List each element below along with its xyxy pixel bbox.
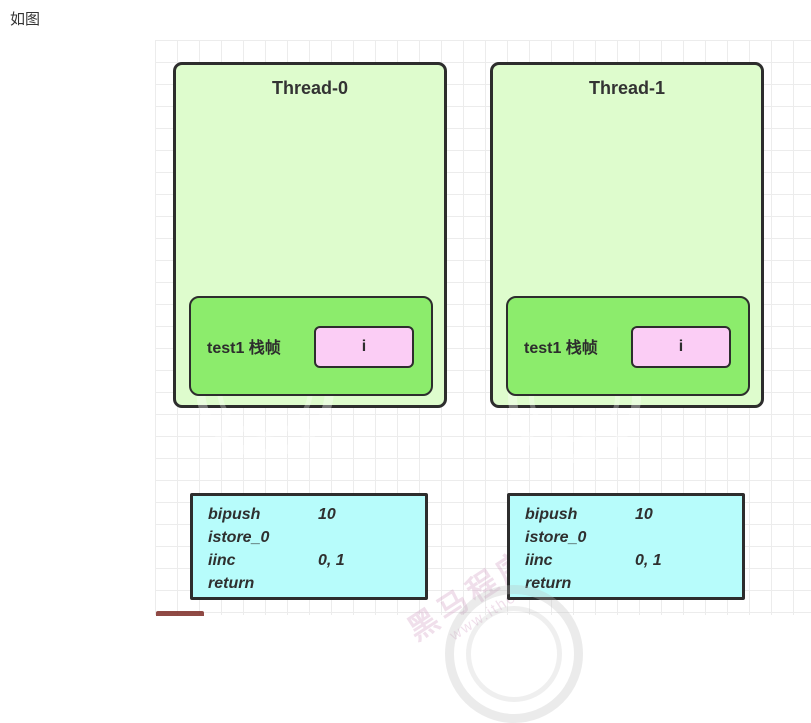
bytecode-line: return — [525, 572, 742, 595]
bytecode-line: iinc 0, 1 — [525, 549, 742, 572]
thread-0-stack-frame: test1 栈帧 i — [189, 296, 433, 396]
bytecode-operand: 0, 1 — [318, 552, 345, 569]
bytecode-operand: 10 — [635, 506, 653, 523]
bytecode-line: istore_0 — [208, 526, 425, 549]
bytecode-operand: 0, 1 — [635, 552, 662, 569]
local-var-slot-i: i — [631, 326, 731, 368]
thread-0-title: Thread-0 — [271, 78, 349, 98]
bytecode-operand: 10 — [318, 506, 336, 523]
thread-1-bytecode-box: bipush 10 istore_0 iinc 0, 1 return — [507, 493, 745, 600]
bytecode-line: return — [208, 572, 425, 595]
bytecode-mnemonic: bipush — [208, 506, 261, 523]
bytecode-line: iinc 0, 1 — [208, 549, 425, 572]
thread-1-title: Thread-1 — [588, 78, 666, 98]
bytecode-mnemonic: iinc — [525, 552, 553, 569]
bytecode-mnemonic: return — [208, 575, 255, 592]
stack-frame-label: test1 栈帧 — [524, 339, 598, 357]
bytecode-mnemonic: return — [525, 575, 572, 592]
thread-1-stack-frame: test1 栈帧 i — [506, 296, 750, 396]
bytecode-mnemonic: istore_0 — [525, 529, 587, 546]
bytecode-mnemonic: bipush — [525, 506, 578, 523]
stack-frame-label: test1 栈帧 — [207, 339, 281, 357]
bytecode-mnemonic: iinc — [208, 552, 236, 569]
thread-1-box: Thread-1 test1 栈帧 i — [490, 62, 764, 463]
local-var-slot-i: i — [314, 326, 414, 368]
bytecode-mnemonic: istore_0 — [208, 529, 270, 546]
bytecode-line: bipush 10 — [525, 503, 742, 526]
thread-0-bytecode-box: bipush 10 istore_0 iinc 0, 1 return — [190, 493, 428, 600]
page: { "page": { "label": "如图" }, "colors": {… — [10, 11, 811, 723]
watermark-bottom-inner-circle — [466, 606, 562, 702]
thread-0-box: Thread-0 test1 栈帧 i — [173, 62, 447, 458]
bytecode-line: bipush 10 — [208, 503, 425, 526]
page-label: 如图 — [10, 11, 41, 28]
bytecode-line: istore_0 — [525, 526, 742, 549]
